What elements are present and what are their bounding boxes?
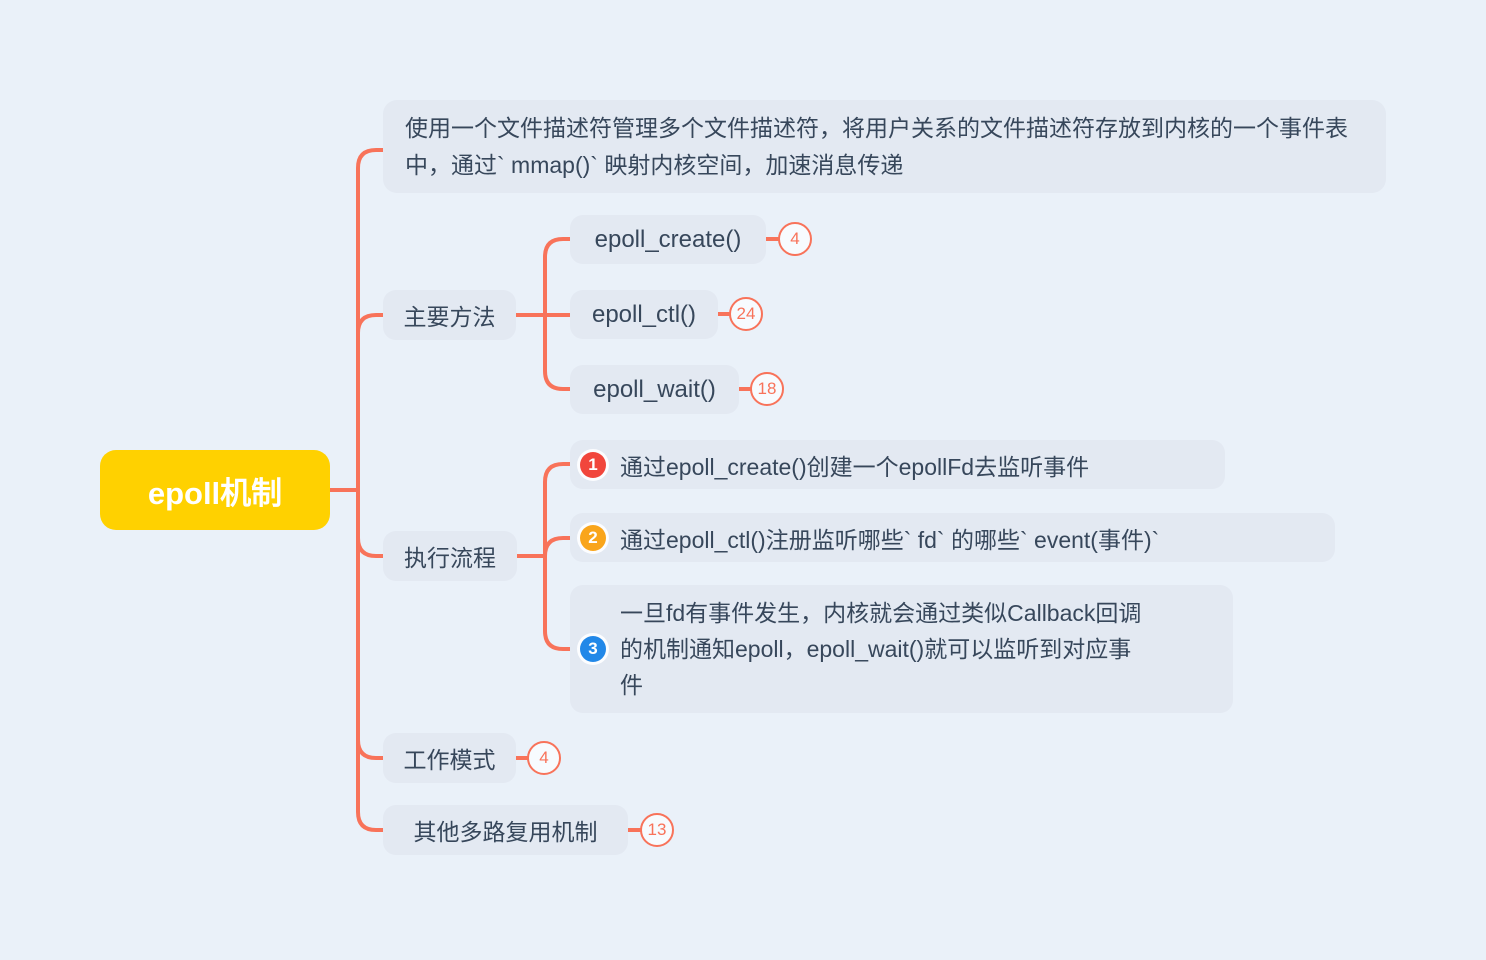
count-value: 24 bbox=[736, 304, 756, 323]
connector-step-1 bbox=[543, 462, 572, 558]
connector-step-2 bbox=[543, 536, 572, 558]
flow-step-1[interactable]: 1 通过epoll_create()创建一个epollFd去监听事件 bbox=[570, 440, 1225, 489]
step-1-number-icon: 1 bbox=[580, 451, 606, 478]
connector-summary bbox=[356, 148, 385, 492]
collapsed-count-badge-epoll-wait[interactable]: 18 bbox=[750, 372, 784, 406]
flow-step-text: 一旦fd有事件发生，内核就会通过类似Callback回调的机制通知epoll，e… bbox=[620, 600, 1142, 698]
summary-node[interactable]: 使用一个文件描述符管理多个文件描述符，将用户关系的文件描述符存放到内核的一个事件… bbox=[383, 100, 1386, 193]
connector-other bbox=[356, 488, 385, 832]
other-multiplexing-label: 其他多路复用机制 bbox=[413, 819, 598, 845]
summary-text: 使用一个文件描述符管理多个文件描述符，将用户关系的文件描述符存放到内核的一个事件… bbox=[405, 114, 1348, 178]
collapsed-count-badge-other-multiplexing[interactable]: 13 bbox=[640, 813, 674, 847]
method-node-epoll-wait[interactable]: epoll_wait() bbox=[570, 365, 739, 414]
flow-node[interactable]: 执行流程 bbox=[383, 531, 517, 581]
step-3-number-icon: 3 bbox=[580, 636, 606, 662]
collapsed-count-badge-work-mode[interactable]: 4 bbox=[527, 741, 561, 775]
root-node-epoll[interactable]: epoll机制 bbox=[100, 450, 330, 530]
work-mode-node[interactable]: 工作模式 bbox=[383, 733, 516, 783]
flow-step-text: 通过epoll_ctl()注册监听哪些` fd` 的哪些` event(事件)` bbox=[620, 526, 1160, 553]
collapsed-count-badge-epoll-create[interactable]: 4 bbox=[778, 222, 812, 256]
count-value: 13 bbox=[647, 820, 667, 839]
method-label: epoll_wait() bbox=[593, 375, 716, 403]
connector-methods bbox=[356, 313, 385, 335]
method-label: epoll_ctl() bbox=[591, 300, 697, 328]
count-value: 4 bbox=[539, 748, 549, 767]
flow-step-text: 通过epoll_create()创建一个epollFd去监听事件 bbox=[620, 453, 1090, 480]
count-value: 18 bbox=[757, 379, 777, 398]
connector-work bbox=[356, 738, 385, 760]
method-node-epoll-ctl[interactable]: epoll_ctl() bbox=[570, 290, 718, 339]
flow-label: 执行流程 bbox=[404, 545, 496, 571]
work-mode-label: 工作模式 bbox=[403, 747, 496, 773]
flow-step-2[interactable]: 2 通过epoll_ctl()注册监听哪些` fd` 的哪些` event(事件… bbox=[570, 513, 1335, 562]
method-node-epoll-create[interactable]: epoll_create() bbox=[570, 215, 766, 264]
methods-label: 主要方法 bbox=[403, 304, 496, 330]
connector-step-3 bbox=[543, 554, 572, 651]
methods-node[interactable]: 主要方法 bbox=[383, 290, 516, 340]
collapsed-count-badge-epoll-ctl[interactable]: 24 bbox=[729, 297, 763, 331]
step-2-number-icon: 2 bbox=[580, 524, 606, 551]
count-value: 4 bbox=[790, 229, 800, 248]
flow-step-3[interactable]: 3 一旦fd有事件发生，内核就会通过类似Callback回调的机制通知epoll… bbox=[570, 585, 1233, 713]
root-node-label: epoll机制 bbox=[147, 475, 283, 511]
connector-method-wait bbox=[543, 313, 572, 391]
other-multiplexing-node[interactable]: 其他多路复用机制 bbox=[383, 805, 628, 855]
connector-flow bbox=[356, 536, 385, 558]
connector-method-create bbox=[543, 237, 572, 317]
method-label: epoll_create() bbox=[594, 225, 742, 253]
